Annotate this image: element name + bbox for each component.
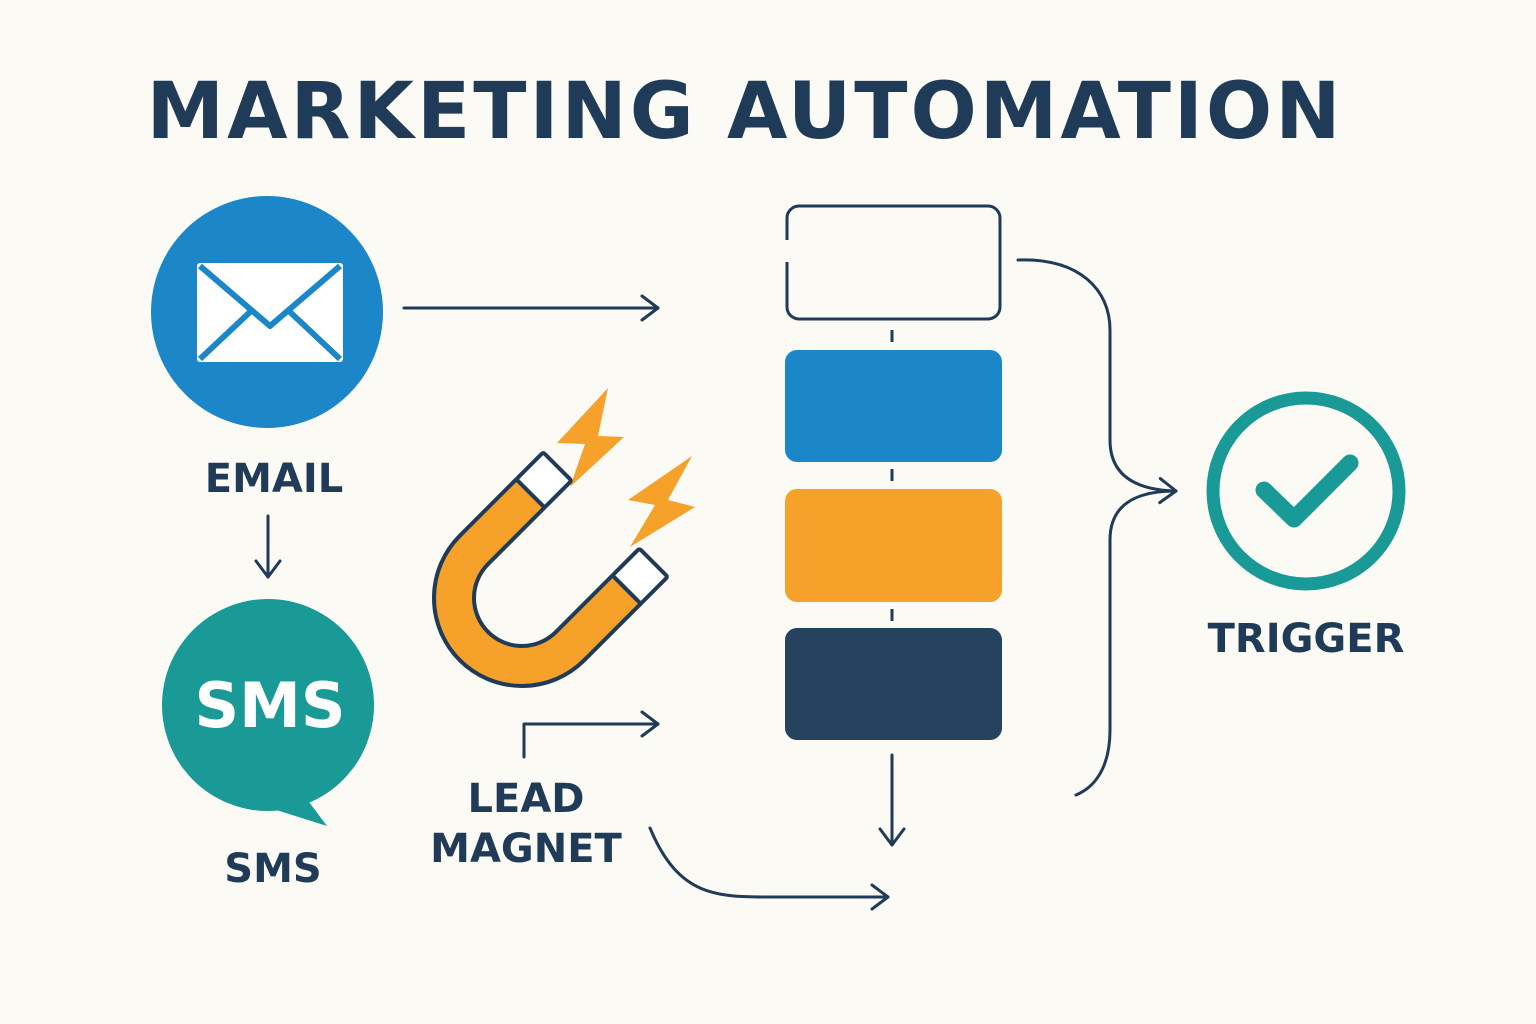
chat-bubble-icon [162,599,374,826]
workflow-step-outline[interactable] [785,204,1002,321]
workflow-step-navy[interactable] [785,628,1002,740]
bracket-lower-curve [1074,489,1178,797]
sms-node: SMS SMS [162,599,374,892]
lightning-icon [557,388,695,547]
workflow-step-blue[interactable] [785,350,1002,462]
check-circle-icon [1206,391,1406,591]
workflow-steps [784,204,1002,740]
lead-magnet-node: LEAD MAGNET [430,388,695,872]
page-title: MARKETING AUTOMATION [146,67,1343,157]
trigger-node: TRIGGER [1206,391,1406,662]
lead-magnet-label-line1: LEAD [468,776,585,822]
lead-magnet-output-arrow [648,826,890,911]
magnet-icon [432,451,669,688]
workflow-step-orange[interactable] [785,489,1002,602]
email-label: EMAIL [205,456,343,502]
lead-magnet-label-line2: MAGNET [430,826,622,872]
sms-bubble-text: SMS [194,669,345,742]
sms-label: SMS [224,846,321,892]
lead-magnet-to-workflow-arrow [522,710,660,759]
trigger-label: TRIGGER [1208,616,1405,662]
envelope-icon [197,263,343,362]
workflow-to-trigger-arrow [1016,258,1178,505]
email-node: EMAIL [151,196,383,502]
